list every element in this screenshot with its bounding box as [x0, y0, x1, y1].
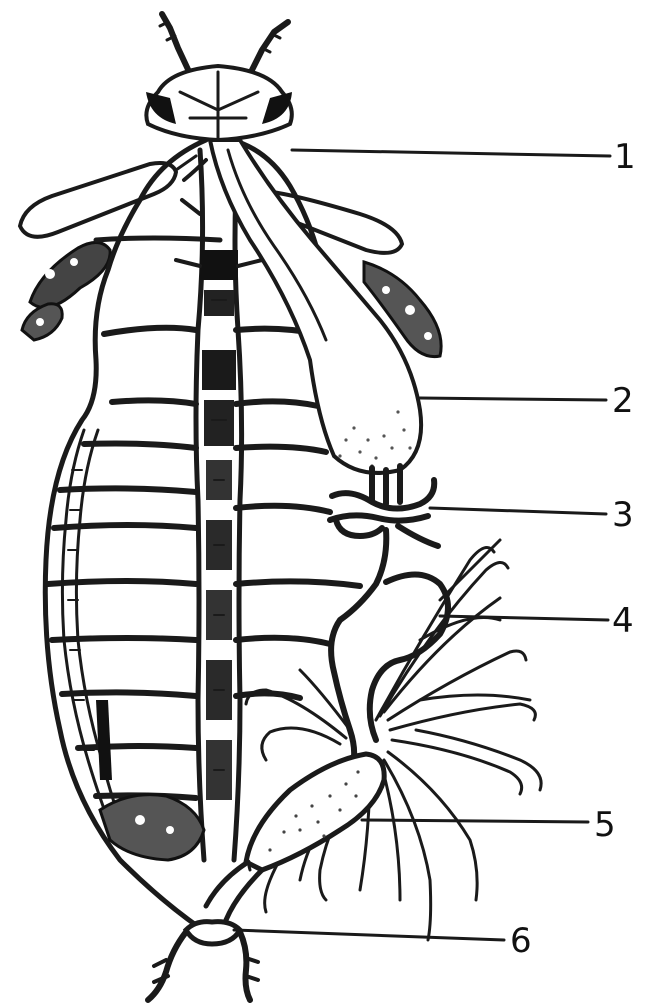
reproductive-organs	[96, 700, 204, 860]
label-5: 5	[594, 805, 616, 845]
label-2: 2	[612, 381, 634, 421]
leader-line-5	[362, 820, 588, 822]
rectum	[206, 754, 384, 920]
label-1: 1	[614, 137, 636, 177]
label-4: 4	[612, 601, 634, 641]
left-salivary-glands	[20, 156, 196, 340]
leader-line-6	[234, 930, 504, 940]
leader-line-2	[420, 398, 606, 400]
anus	[148, 922, 258, 1000]
label-3: 3	[612, 495, 634, 535]
label-6: 6	[510, 921, 532, 961]
labels: 1 2 3 4 5 6	[510, 137, 636, 961]
leader-line-3	[430, 508, 606, 514]
head	[146, 66, 292, 140]
intestine	[331, 530, 448, 780]
leader-line-1	[292, 150, 610, 156]
malpighian-tubules	[246, 540, 541, 940]
